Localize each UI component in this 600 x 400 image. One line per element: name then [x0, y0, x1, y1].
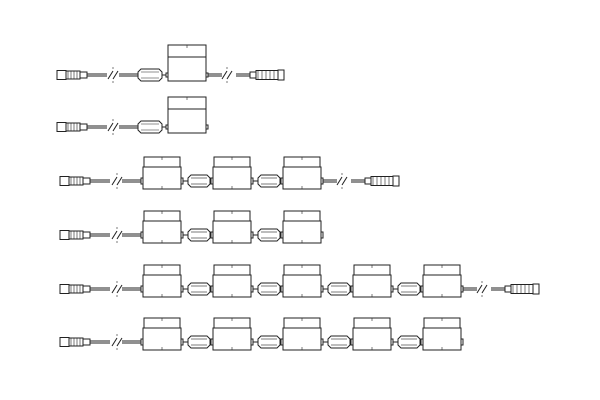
cable-coupler-icon — [187, 228, 211, 242]
cable-break-mark — [107, 119, 119, 135]
cable-coupler-icon — [327, 282, 351, 296]
cable-coupler-icon — [327, 335, 351, 349]
cable-coupler-icon — [257, 228, 281, 242]
diagram-row-4 — [59, 210, 324, 244]
diagram-row-6 — [59, 317, 464, 351]
sensor-module — [350, 264, 394, 298]
sensor-module — [210, 317, 254, 351]
male-plug-icon — [59, 337, 110, 347]
sensor-module — [210, 264, 254, 298]
female-plug-icon — [236, 69, 285, 81]
sensor-module-tall — [165, 96, 209, 134]
cable-coupler-icon — [187, 335, 211, 349]
cable-coupler-icon — [137, 120, 163, 134]
male-plug-icon — [56, 70, 107, 80]
sensor-module — [140, 210, 184, 244]
diagram-row-3 — [59, 156, 400, 190]
sensor-module — [140, 317, 184, 351]
cable-break-mark — [111, 173, 123, 189]
male-plug-icon — [59, 230, 110, 240]
cable-coupler-icon — [257, 335, 281, 349]
male-plug-icon — [59, 176, 110, 186]
sensor-module — [210, 156, 254, 190]
male-plug-icon — [59, 284, 110, 294]
sensor-module — [420, 317, 464, 351]
sensor-module — [280, 264, 324, 298]
female-plug-icon — [351, 175, 400, 187]
cable-break-mark — [107, 67, 119, 83]
sensor-module-tall — [165, 44, 209, 82]
cable-break-mark — [221, 67, 233, 83]
cable-coupler-icon — [137, 68, 163, 82]
sensor-module — [140, 156, 184, 190]
sensor-module — [140, 264, 184, 298]
sensor-module — [420, 264, 464, 298]
sensor-module — [350, 317, 394, 351]
sensor-module — [280, 156, 324, 190]
sensor-module — [280, 317, 324, 351]
cable-break-mark — [111, 281, 123, 297]
cable-coupler-icon — [257, 282, 281, 296]
diagram-row-2 — [56, 96, 209, 135]
cable-coupler-icon — [397, 282, 421, 296]
sensor-module — [280, 210, 324, 244]
male-plug-icon — [56, 122, 107, 132]
diagram-row-1 — [56, 44, 285, 83]
cable-break-mark — [336, 173, 348, 189]
diagram-row-5 — [59, 264, 540, 298]
cable-coupler-icon — [397, 335, 421, 349]
cable-coupler-icon — [187, 282, 211, 296]
cable-break-mark — [111, 227, 123, 243]
female-plug-icon — [491, 283, 540, 295]
cable-break-mark — [111, 334, 123, 350]
cable-break-mark — [476, 281, 488, 297]
sensor-module — [210, 210, 254, 244]
cable-coupler-icon — [257, 174, 281, 188]
cable-coupler-icon — [187, 174, 211, 188]
